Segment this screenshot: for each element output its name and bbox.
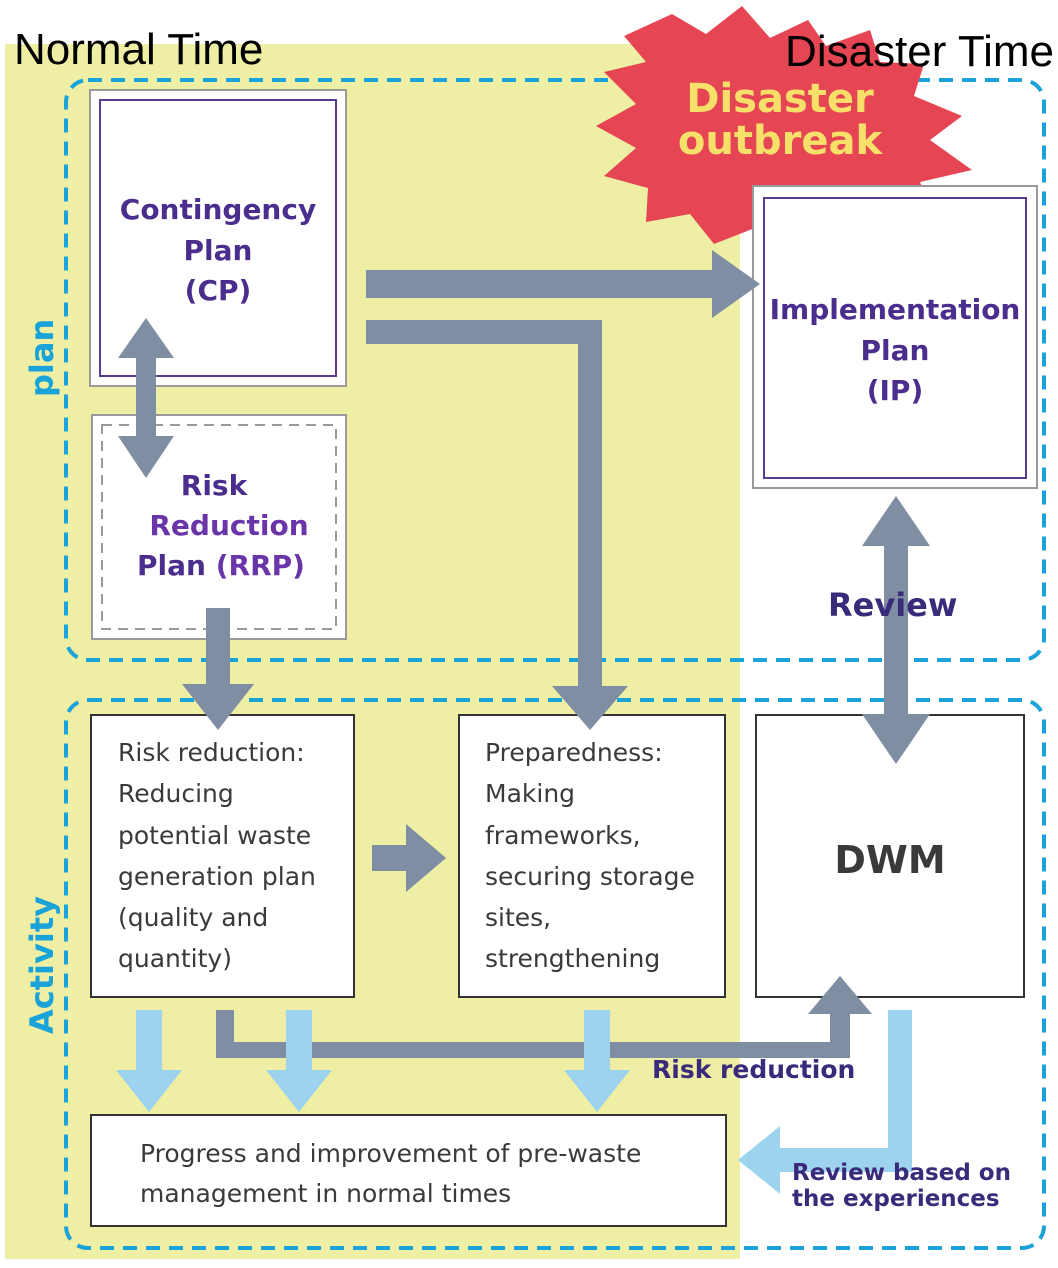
ip-line-1: Implementation xyxy=(769,293,1021,326)
progress-line-1: Progress and improvement of pre-waste xyxy=(140,1139,642,1168)
dwm-box xyxy=(755,714,1025,998)
blue-down-arrow-2 xyxy=(266,1010,332,1112)
dwm-to-progress-arrow xyxy=(738,1010,912,1194)
gray-arrows xyxy=(118,250,930,1058)
burst-line-1: Disaster xyxy=(686,76,874,122)
risk-line-6: quantity) xyxy=(118,944,232,974)
plan-section-frame xyxy=(64,78,1046,662)
blue-down-arrow-3 xyxy=(564,1010,630,1112)
rrp-line-3: Plan xyxy=(137,548,206,582)
blue-arrows xyxy=(116,1010,912,1194)
risk-line-2: Reducing xyxy=(118,779,234,809)
prep-line-4: securing storage xyxy=(485,861,695,891)
risk-line-5: (quality and xyxy=(118,903,269,932)
risk-to-preparedness-arrow xyxy=(372,824,446,892)
risk-line-4: generation plan xyxy=(118,861,316,891)
rrp-line-2: Reduction xyxy=(149,508,309,542)
activity-section-label: Activity xyxy=(23,896,61,1034)
rrp-line-3-wrap: Plan (RRP) xyxy=(102,546,336,586)
rrp-to-risk-reduction-arrow xyxy=(182,608,254,730)
cp-label: Contingency Plan (CP) xyxy=(100,190,336,312)
prep-line-3: frameworks, xyxy=(485,820,641,850)
risk-reduction-text: Risk reduction: Reducing potential waste… xyxy=(118,732,350,980)
prep-line-6: strengthening xyxy=(485,944,661,974)
review-experiences-note: Review based on the experiences xyxy=(792,1160,1011,1213)
review-exp-line-2: the experiences xyxy=(792,1186,1000,1213)
blue-down-arrow-1 xyxy=(116,1010,182,1112)
review-exp-line-1: Review based on xyxy=(792,1160,1011,1186)
cp-line-2: Plan xyxy=(183,233,253,267)
dwm-label: DWM xyxy=(834,838,946,882)
prep-line-1: Preparedness: xyxy=(485,738,663,767)
ip-line-2: Plan xyxy=(860,333,930,367)
ip-dwm-double-arrow xyxy=(862,496,930,764)
rrp-line-4: (RRP) xyxy=(215,548,305,582)
progress-text: Progress and improvement of pre-waste ma… xyxy=(140,1134,720,1214)
plan-section-label: plan xyxy=(23,318,61,397)
ip-label: Implementation Plan (IP) xyxy=(764,290,1026,412)
preparedness-text: Preparedness: Making frameworks, securin… xyxy=(485,732,723,980)
cp-line-3: (CP) xyxy=(184,274,252,308)
rrp-label: Risk Reduction Plan (RRP) xyxy=(102,466,336,585)
disaster-time-label: Disaster Time xyxy=(785,27,1054,76)
rrp-line-1: Risk xyxy=(180,469,248,502)
preparedness-box xyxy=(458,714,726,998)
cp-to-ip-arrow xyxy=(366,250,760,318)
risk-to-dwm-arrow xyxy=(216,976,872,1058)
risk-reduction-box xyxy=(90,714,355,998)
cp-to-preparedness-arrow xyxy=(366,320,628,730)
activity-section-frame xyxy=(64,698,1046,1250)
review-label: Review xyxy=(828,586,958,624)
prep-line-2: Making xyxy=(485,779,576,809)
prep-line-5: sites, xyxy=(485,903,552,932)
ip-line-3: (IP) xyxy=(866,374,924,408)
cp-line-1: Contingency xyxy=(119,193,317,226)
burst-line-2: outbreak xyxy=(677,118,883,164)
disaster-burst-text: Disaster outbreak xyxy=(640,78,920,162)
progress-box xyxy=(90,1114,727,1227)
normal-time-label: Normal Time xyxy=(14,25,264,74)
ip-box-inner xyxy=(763,197,1027,479)
risk-reduction-note: Risk reduction xyxy=(652,1055,856,1084)
cp-rrp-double-arrow xyxy=(118,318,174,478)
progress-line-2: management in normal times xyxy=(140,1179,512,1208)
risk-line-1: Risk reduction: xyxy=(118,738,305,767)
risk-line-3: potential waste xyxy=(118,820,312,850)
